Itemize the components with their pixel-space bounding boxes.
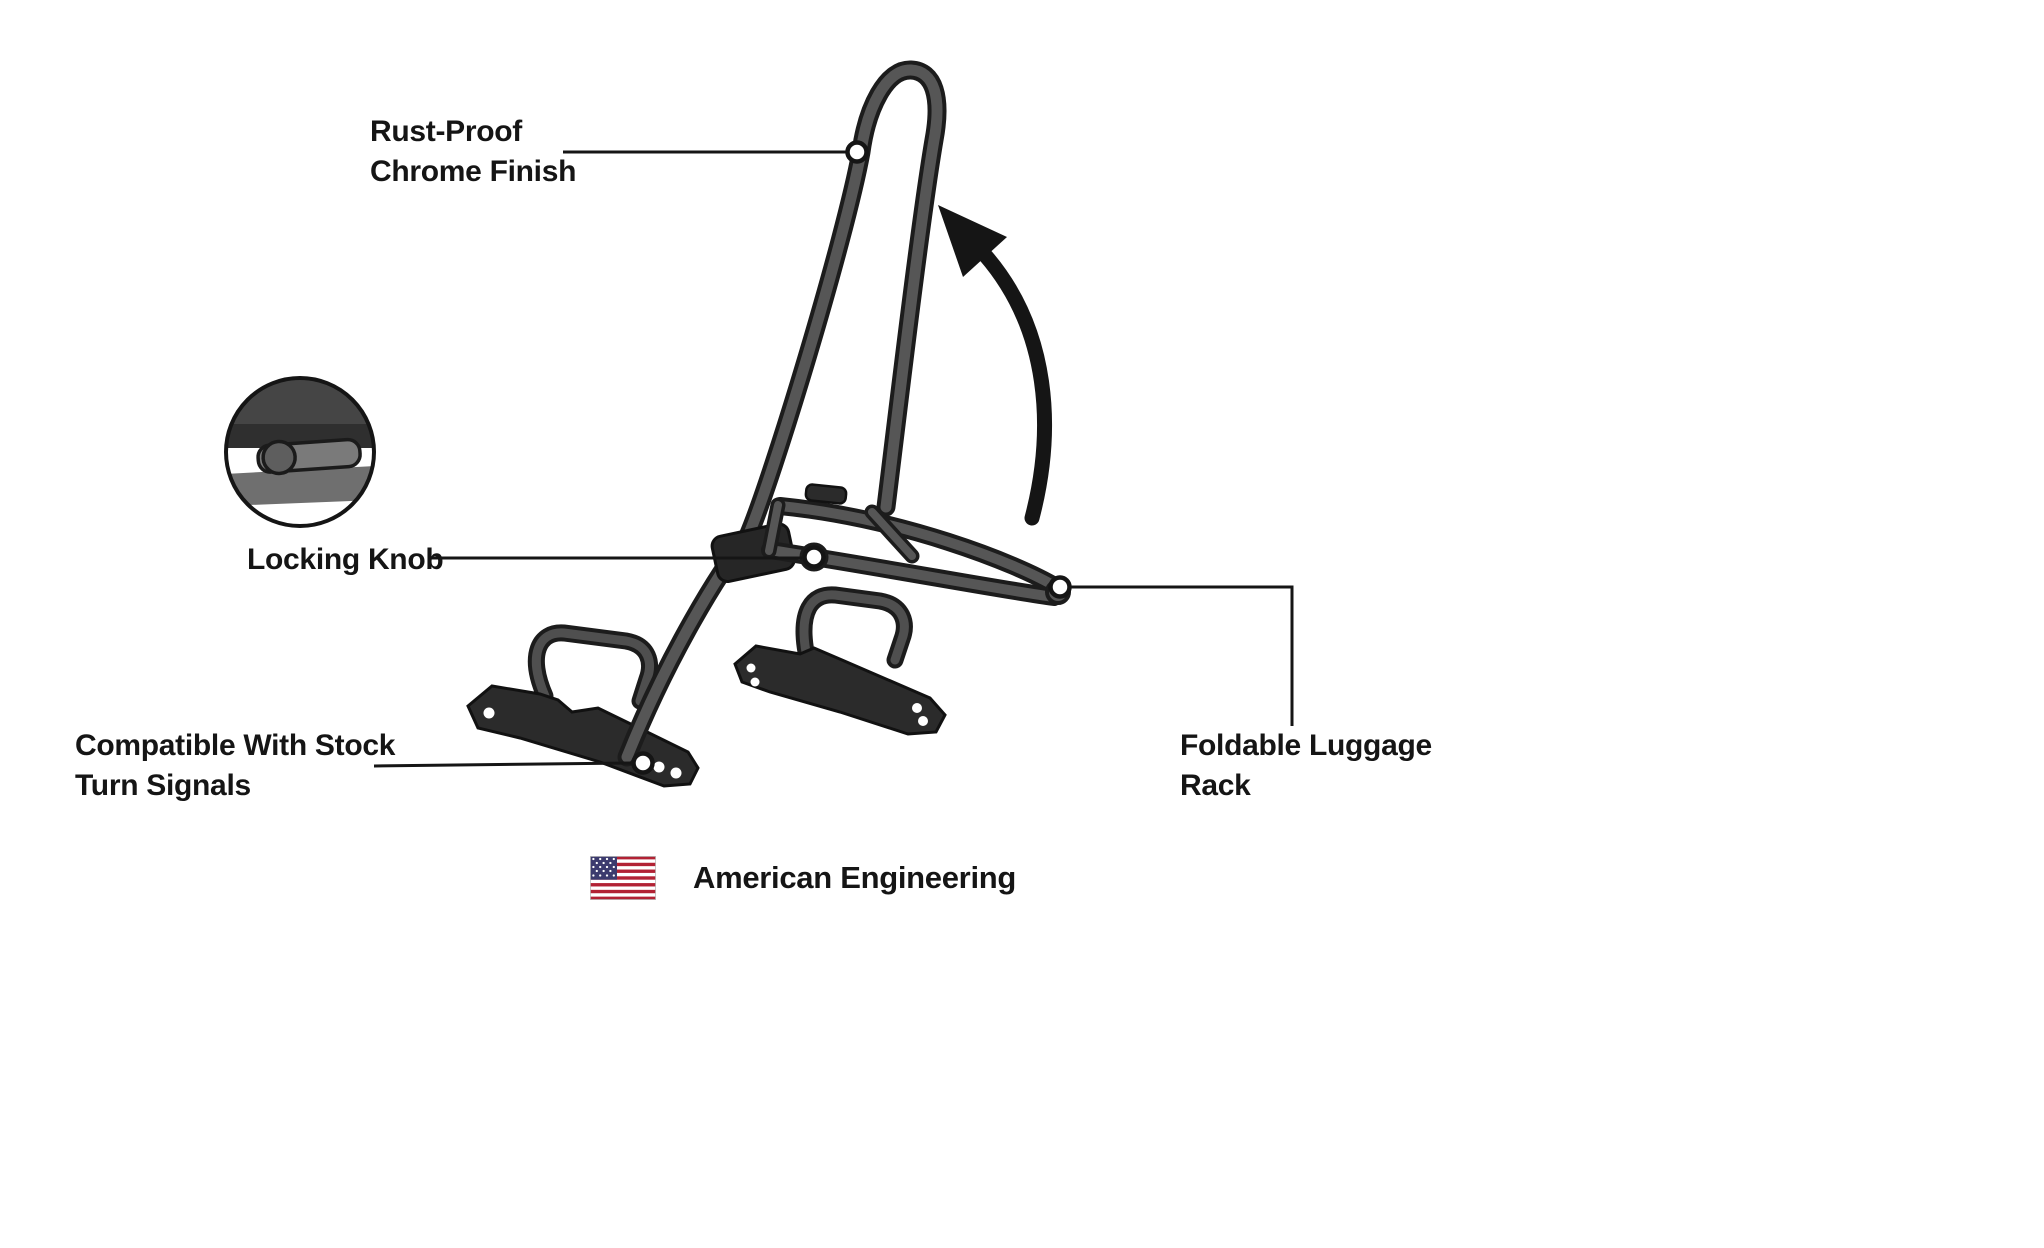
callout-turn-signals: Compatible With Stock Turn Signals	[75, 726, 395, 806]
callout-point-marker-rack	[1048, 575, 1072, 599]
callout-point-marker-signals	[631, 751, 655, 775]
callout-locking-knob-label: Locking Knob	[247, 543, 444, 576]
callout-turn-signals-line2: Turn Signals	[75, 769, 251, 802]
fold-direction-arrow-icon	[938, 205, 1052, 526]
callout-point-markers	[631, 140, 1072, 775]
callout-luggage-rack: Foldable Luggage Rack	[1180, 726, 1432, 806]
callout-locking-knob: Locking Knob	[247, 540, 444, 580]
callout-chrome-finish-line1: Rust-Proof	[370, 115, 522, 148]
us-flag-icon	[590, 856, 656, 900]
callout-turn-signals-line1: Compatible With Stock	[75, 729, 396, 762]
callout-chrome-finish: Rust-Proof Chrome Finish	[370, 112, 576, 192]
right-mount-plate	[733, 586, 947, 736]
callout-luggage-rack-line1: Foldable Luggage	[1180, 729, 1432, 762]
leader-lines	[373, 150, 1294, 768]
callout-chrome-finish-line2: Chrome Finish	[370, 155, 577, 188]
callout-point-marker-knob	[802, 545, 826, 569]
callout-luggage-rack-line2: Rack	[1180, 769, 1251, 802]
callout-point-marker-chrome	[845, 140, 869, 164]
footer-tagline: American Engineering	[693, 860, 1017, 895]
locking-knob-zoom-inset	[224, 376, 376, 528]
